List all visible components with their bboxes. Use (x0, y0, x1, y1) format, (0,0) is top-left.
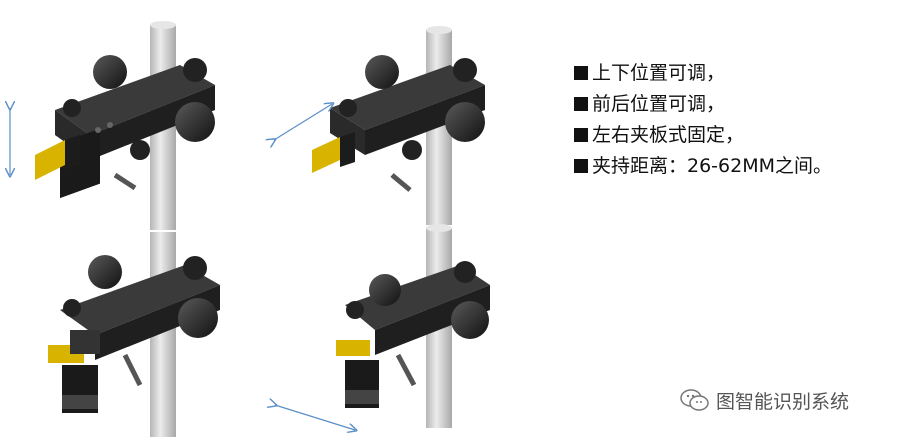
knob (88, 255, 122, 289)
product-illustration (0, 21, 490, 437)
square-bullet-icon (574, 66, 588, 80)
square-bullet-icon (574, 128, 588, 142)
wechat-icon (680, 389, 709, 411)
clamp-assembly-1 (35, 55, 215, 199)
feature-text: 左右夹板式固定， (592, 124, 745, 146)
feature-text: 前后位置可调， (592, 93, 726, 115)
knob (178, 298, 218, 338)
front-back-adjust-arrow (274, 104, 332, 140)
square-bullet-icon (574, 159, 588, 173)
camera-label (336, 340, 370, 356)
feature-list: 上下位置可调， 前后位置可调， 左右夹板式固定， 夹持距离：26-62MM之间。 (574, 58, 832, 182)
clamp-assembly-2 (312, 55, 485, 192)
knob (93, 55, 127, 89)
feature-text: 上下位置可调， (592, 62, 726, 84)
clamp-assembly-3 (48, 255, 220, 413)
knob (445, 102, 485, 142)
knob (365, 55, 399, 89)
square-bullet-icon (574, 97, 588, 111)
clamp-pad (312, 137, 340, 173)
knob (369, 274, 401, 306)
feature-item: 夹持距离：26-62MM之间。 (574, 151, 832, 182)
feature-item: 前后位置可调， (574, 89, 832, 120)
left-right-adjust-arrow (275, 405, 355, 430)
watermark-text: 图智能识别系统 (716, 390, 850, 413)
feature-text: 夹持距离：26-62MM之间。 (592, 155, 832, 177)
knob (451, 301, 489, 339)
feature-item: 上下位置可调， (574, 58, 832, 89)
clamp-assembly-4 (336, 261, 490, 408)
knob (175, 102, 215, 142)
clamp-pad (35, 140, 65, 180)
feature-item: 左右夹板式固定， (574, 120, 832, 151)
watermark: 图智能识别系统 (680, 387, 849, 413)
